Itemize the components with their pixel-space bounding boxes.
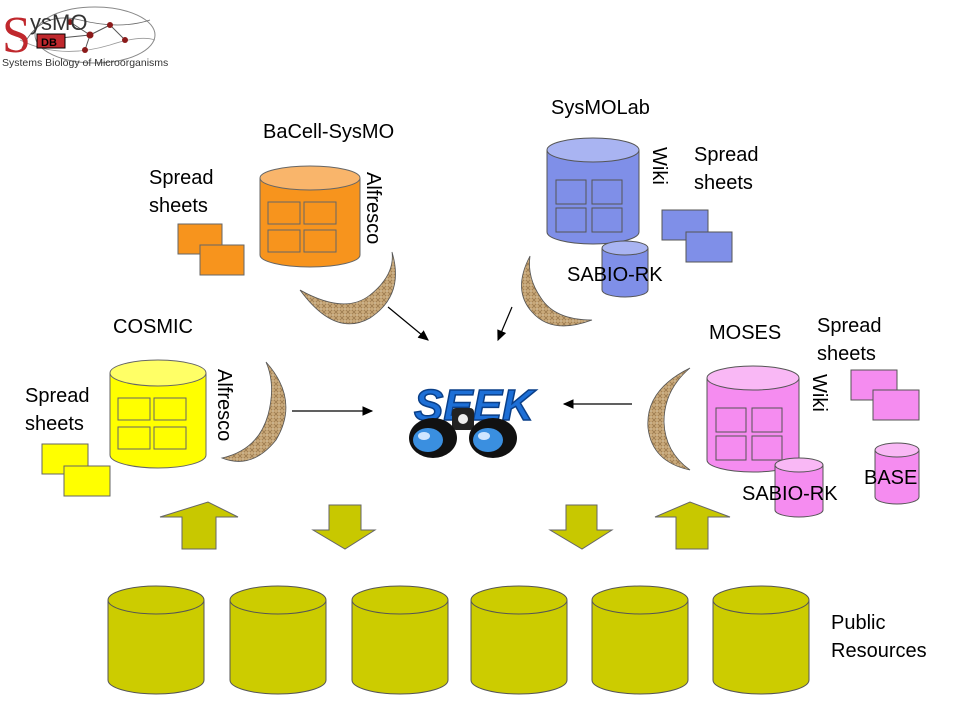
moses-base-cylinder — [874, 442, 920, 505]
public-resources-label: Public Resources — [831, 612, 927, 662]
block-arrow-up-right — [654, 501, 731, 550]
public-resources-row — [107, 585, 810, 695]
moses-database-cylinder — [706, 365, 800, 473]
sysmolab-spreadsheet-icon — [661, 209, 733, 263]
arrow-bacell-to-seek — [387, 306, 429, 341]
cosmic-group — [41, 359, 207, 497]
logo-s-letter: S — [2, 7, 31, 64]
moses-title: MOSES — [709, 322, 782, 344]
logo-name: ysMO — [30, 10, 87, 35]
public-resource-cylinder — [351, 585, 449, 695]
sysmolab-wiki-label: Wiki — [648, 147, 670, 185]
block-arrow-down-left — [311, 504, 377, 550]
cosmic-repository-crescent — [220, 361, 287, 462]
cosmic-alfresco-label: Alfresco — [213, 369, 235, 442]
sysmolab-group — [546, 137, 733, 298]
sysmolab-database-cylinder — [546, 137, 640, 245]
arrow-sysmolab-to-seek — [497, 306, 513, 342]
logo-tagline: Systems Biology of Microorganisms — [2, 57, 168, 69]
seek-binoculars-logo: SEEK — [409, 380, 538, 458]
sysmolab-title: SysMOLab — [551, 97, 650, 119]
public-resource-cylinder — [107, 585, 205, 695]
bacell-database-cylinder — [259, 165, 361, 268]
block-arrow-down-right — [548, 504, 614, 550]
moses-wiki-crescent — [647, 367, 691, 471]
moses-sabio-rk-cylinder — [774, 457, 824, 518]
binoculars-icon — [409, 408, 517, 458]
sysmolab-sabio-rk-cylinder — [601, 240, 649, 298]
moses-wiki-label: Wiki — [808, 374, 830, 412]
sysmo-db-logo: S ysMO DB Systems Biology of Microorgani… — [2, 6, 168, 69]
logo-badge-text: DB — [41, 37, 57, 49]
bacell-spreadsheets-label: Spread sheets — [149, 167, 214, 217]
sysmolab-spreadsheets-label: Spread sheets — [694, 144, 759, 194]
public-resource-cylinder — [229, 585, 327, 695]
public-resource-cylinder — [470, 585, 568, 695]
moses-spreadsheet-icon — [850, 369, 920, 421]
block-arrow-up-left — [159, 501, 239, 550]
bacell-title: BaCell-SysMO — [263, 121, 395, 143]
bacell-alfresco-label: Alfresco — [362, 172, 384, 245]
moses-spreadsheets-label: Spread sheets — [817, 315, 882, 365]
cosmic-spreadsheet-icon — [41, 443, 111, 497]
cosmic-spreadsheets-label: Spread sheets — [25, 385, 90, 435]
public-resource-cylinder — [591, 585, 689, 695]
bacell-repository-crescent — [299, 251, 396, 325]
bacell-spreadsheet-icon — [177, 223, 245, 276]
sysmolab-wiki-crescent — [521, 255, 593, 327]
moses-sabio-rk-label: SABIO-RK — [742, 483, 838, 505]
moses-base-label: BASE — [864, 467, 918, 489]
public-resource-cylinder — [712, 585, 810, 695]
moses-group — [706, 365, 920, 518]
sysmolab-sabio-rk-label: SABIO-RK — [567, 264, 663, 286]
cosmic-title: COSMIC — [113, 316, 193, 338]
logo-db-badge — [36, 33, 66, 49]
bacell-sysmo-group — [177, 165, 361, 276]
cosmic-database-cylinder — [109, 359, 207, 469]
